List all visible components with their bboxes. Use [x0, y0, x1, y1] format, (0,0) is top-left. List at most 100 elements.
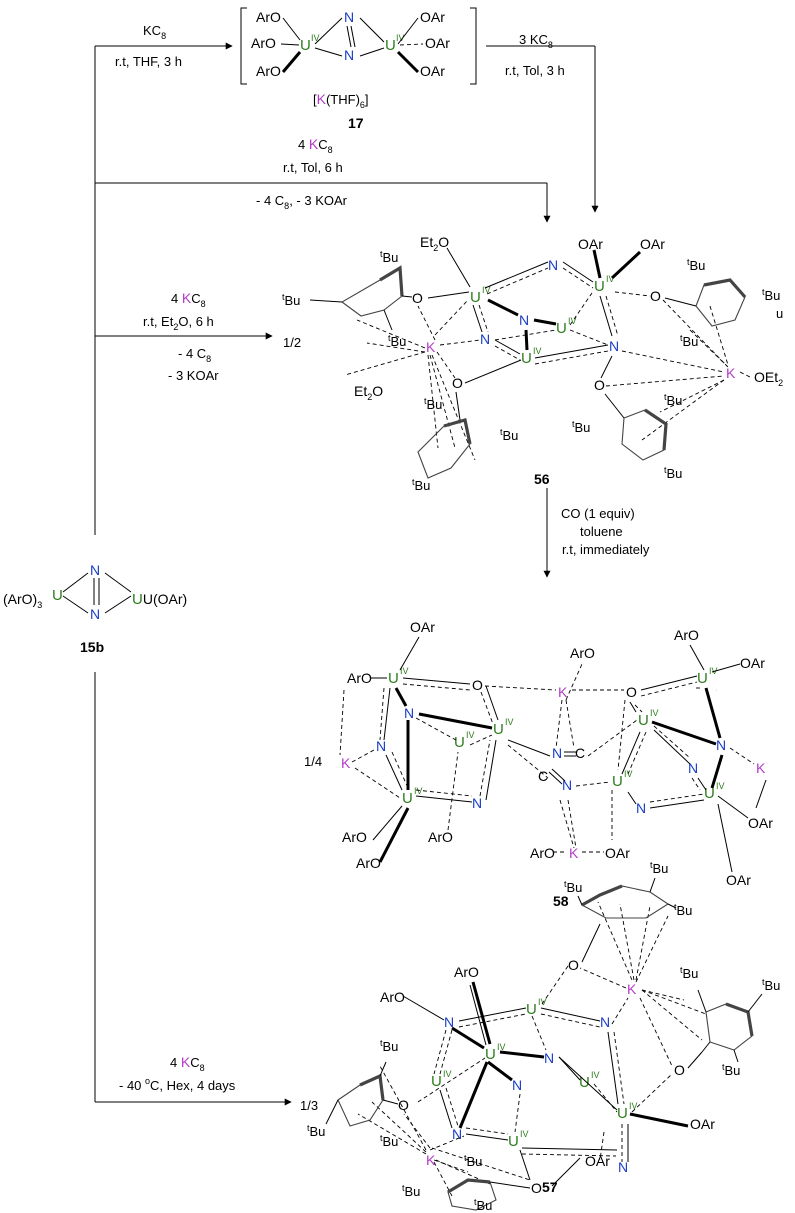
svg-text:O: O: [412, 290, 423, 306]
svg-text:tBu: tBu: [762, 287, 780, 303]
svg-text:U: U: [697, 670, 708, 687]
conditions-route5: CO (1 equiv) toluene r.t, immediately: [561, 506, 650, 557]
svg-text:N: N: [636, 800, 646, 816]
svg-text:O: O: [452, 375, 463, 391]
svg-text:N: N: [344, 9, 354, 25]
svg-text:- 3 KOAr: - 3 KOAr: [168, 368, 219, 383]
svg-text:ArO: ArO: [356, 855, 381, 871]
svg-text:N: N: [512, 1077, 522, 1093]
svg-text:K: K: [341, 755, 351, 771]
svg-text:U: U: [388, 670, 399, 687]
svg-text:tBu: tBu: [572, 419, 590, 435]
svg-text:OEt2: OEt2: [754, 369, 783, 388]
svg-text:OAr: OAr: [420, 63, 445, 79]
svg-text:OAr: OAr: [748, 815, 773, 831]
svg-text:IV: IV: [606, 274, 615, 284]
svg-text:tBu: tBu: [402, 1183, 420, 1199]
svg-text:tBu: tBu: [664, 392, 682, 408]
svg-text:N: N: [688, 760, 698, 776]
svg-text:O: O: [472, 677, 483, 693]
svg-text:N: N: [480, 331, 490, 347]
svg-text:OAr: OAr: [640, 236, 665, 252]
svg-text:IV: IV: [396, 33, 405, 43]
conditions-route2: 3 KC8 r.t, Tol, 3 h: [505, 32, 565, 78]
svg-text:N: N: [552, 745, 562, 761]
svg-text:K: K: [756, 760, 766, 776]
svg-text:tBu: tBu: [762, 977, 780, 993]
svg-text:IV: IV: [538, 997, 547, 1007]
svg-text:O: O: [594, 377, 605, 393]
compound-17: ArO ArO ArO U IV N N U IV OAr OAr OAr [K…: [240, 7, 477, 131]
svg-text:Et2O: Et2O: [420, 234, 449, 253]
svg-text:ArO: ArO: [570, 645, 595, 661]
svg-text:tBu: tBu: [687, 257, 705, 273]
svg-text:4 KC8: 4 KC8: [170, 1054, 205, 1073]
svg-text:N: N: [90, 562, 100, 578]
svg-text:IV: IV: [466, 730, 475, 740]
svg-text:tBu: tBu: [650, 860, 668, 876]
svg-text:r.t, Tol, 6 h: r.t, Tol, 6 h: [283, 160, 343, 175]
svg-text:OAr: OAr: [585, 1153, 610, 1169]
svg-text:U: U: [431, 1073, 442, 1090]
svg-text:15b: 15b: [80, 639, 104, 655]
svg-text:OAr: OAr: [420, 9, 445, 25]
svg-text:ArO: ArO: [674, 627, 699, 643]
svg-text:tBu: tBu: [722, 1062, 740, 1078]
conditions-route1: KC8 r.t, THF, 3 h: [115, 23, 182, 69]
svg-text:ArO: ArO: [380, 989, 405, 1005]
svg-text:U: U: [402, 790, 413, 807]
conditions-route3: 4 KC8 r.t, Tol, 6 h - 4 C8, - 3 KOAr: [256, 136, 348, 211]
svg-text:U: U: [556, 320, 567, 337]
svg-text:OAr: OAr: [578, 236, 603, 252]
svg-text:OAr: OAr: [740, 655, 765, 671]
svg-text:N: N: [404, 705, 414, 721]
compound-57: 1/3 ArO ArO OAr OAr U IV U IV U IV U IV …: [300, 860, 780, 1213]
svg-text:ArO: ArO: [530, 845, 555, 861]
svg-text:IV: IV: [709, 666, 718, 676]
svg-text:3 KC8: 3 KC8: [519, 32, 553, 50]
svg-text:tBu: tBu: [380, 1133, 398, 1149]
svg-text:OAr: OAr: [605, 845, 630, 861]
svg-text:K: K: [426, 1152, 436, 1168]
svg-text:O: O: [626, 684, 637, 700]
svg-text:IV: IV: [629, 1101, 638, 1111]
svg-text:K: K: [569, 845, 579, 861]
svg-text:O: O: [650, 288, 661, 304]
svg-text:U: U: [526, 1001, 537, 1018]
compound-56: 56 1/2 Et2O OAr OAr U IV U IV U IV U IV …: [282, 234, 783, 493]
svg-text:IV: IV: [520, 1129, 529, 1139]
svg-text:OAr: OAr: [425, 35, 450, 51]
svg-text:U: U: [385, 37, 396, 54]
svg-text:IV: IV: [414, 786, 423, 796]
svg-text:U: U: [521, 350, 532, 367]
svg-text:ArO: ArO: [256, 9, 281, 25]
svg-text:U: U: [300, 37, 311, 54]
svg-text:N: N: [600, 1014, 610, 1030]
arrow-network: [94, 42, 599, 1106]
svg-text:IV: IV: [482, 285, 491, 295]
svg-text:tBu: tBu: [680, 965, 698, 981]
svg-text:Et2O: Et2O: [354, 383, 383, 402]
svg-text:K: K: [726, 365, 736, 381]
svg-text:tBu: tBu: [474, 1197, 492, 1213]
svg-text:N: N: [452, 1126, 462, 1142]
svg-text:tBu: tBu: [464, 1153, 482, 1169]
svg-text:IV: IV: [505, 717, 514, 727]
svg-text:O: O: [398, 1097, 409, 1113]
svg-text:N: N: [548, 257, 558, 273]
svg-text:tBu: tBu: [380, 249, 398, 265]
svg-text:C: C: [575, 745, 585, 761]
svg-text:r.t, Tol, 3 h: r.t, Tol, 3 h: [505, 63, 565, 78]
svg-text:N: N: [444, 1014, 454, 1030]
conditions-route4: 4 KC8 r.t, Et2O, 6 h - 4 C8 - 3 KOAr: [143, 290, 219, 383]
svg-text:ArO: ArO: [454, 964, 479, 980]
svg-text:UU(OAr): UU(OAr): [132, 591, 187, 608]
svg-text:- 4 C8: - 4 C8: [178, 346, 211, 364]
svg-text:U: U: [508, 1133, 519, 1150]
svg-text:O: O: [531, 1180, 542, 1196]
svg-text:tBu: tBu: [388, 333, 406, 349]
svg-text:r.t, immediately: r.t, immediately: [562, 542, 650, 557]
svg-text:IV: IV: [400, 666, 409, 676]
svg-text:58: 58: [553, 893, 569, 909]
svg-text:N: N: [519, 312, 529, 328]
